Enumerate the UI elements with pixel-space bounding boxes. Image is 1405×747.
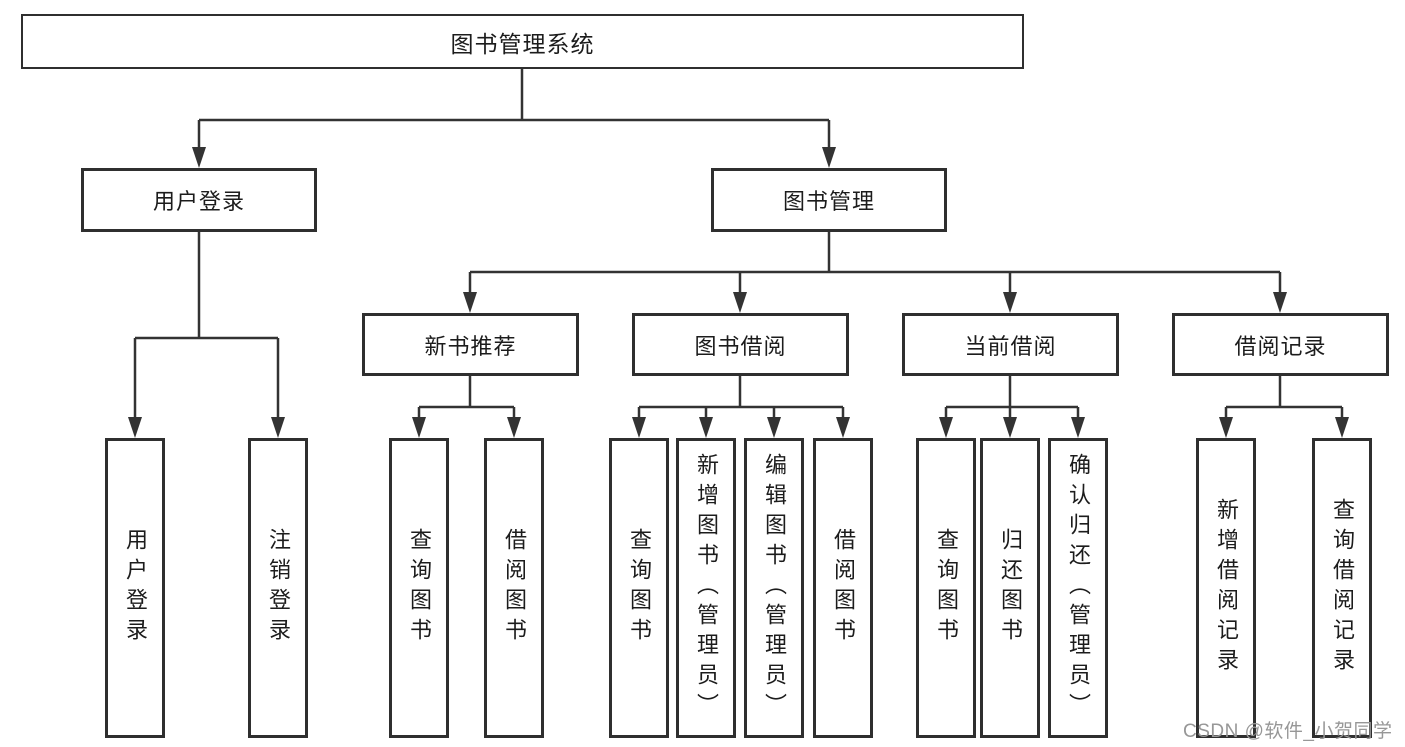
node-new-book-recommend: 新书推荐 — [362, 313, 579, 376]
leaf-return-books-label: 归还图书 — [998, 528, 1023, 648]
leaf-confirm-return-admin: 确认归还（管理员） — [1048, 438, 1108, 738]
leaf-borrow-books-recommend-label: 借阅图书 — [502, 528, 527, 648]
leaf-confirm-return-admin-label: 确认归还（管理员） — [1066, 453, 1091, 723]
leaf-edit-books-admin-label: 编辑图书（管理员） — [762, 453, 787, 723]
node-book-borrow: 图书借阅 — [632, 313, 849, 376]
leaf-logout-label: 注销登录 — [266, 528, 291, 648]
node-borrow-records-label: 借阅记录 — [1234, 333, 1327, 359]
node-user-login-label: 用户登录 — [152, 189, 245, 214]
leaf-borrow-books-label: 借阅图书 — [831, 528, 856, 648]
leaf-borrow-books: 借阅图书 — [813, 438, 873, 738]
leaf-logout: 注销登录 — [248, 438, 308, 738]
leaf-return-books: 归还图书 — [980, 438, 1040, 738]
leaf-query-books-recommend: 查询图书 — [389, 438, 449, 738]
csdn-watermark: CSDN @软件_小贺同学 — [1183, 721, 1393, 742]
leaf-add-books-admin-label: 新增图书（管理员） — [694, 453, 719, 723]
leaf-query-books-borrow-label: 查询图书 — [627, 528, 652, 648]
leaf-query-books-borrow: 查询图书 — [609, 438, 669, 738]
leaf-query-books-recommend-label: 查询图书 — [407, 528, 432, 648]
leaf-add-borrow-record: 新增借阅记录 — [1196, 438, 1256, 738]
arrowhead-group — [128, 147, 1349, 438]
node-root: 图书管理系统 — [21, 14, 1024, 69]
leaf-borrow-books-recommend: 借阅图书 — [484, 438, 544, 738]
node-book-management-label: 图书管理 — [782, 189, 875, 214]
node-current-borrow: 当前借阅 — [902, 313, 1119, 376]
leaf-query-borrow-record: 查询借阅记录 — [1312, 438, 1372, 738]
leaf-add-borrow-record-label: 新增借阅记录 — [1214, 498, 1239, 678]
node-current-borrow-label: 当前借阅 — [964, 333, 1057, 359]
node-root-label: 图书管理系统 — [450, 30, 595, 57]
leaf-user-login-label: 用户登录 — [123, 528, 148, 648]
node-new-book-recommend-label: 新书推荐 — [424, 333, 517, 359]
leaf-edit-books-admin: 编辑图书（管理员） — [744, 438, 804, 738]
leaf-query-books-current-label: 查询图书 — [934, 528, 959, 648]
node-book-borrow-label: 图书借阅 — [694, 333, 787, 359]
leaf-query-books-current: 查询图书 — [916, 438, 976, 738]
node-user-login: 用户登录 — [81, 168, 317, 232]
leaf-user-login: 用户登录 — [105, 438, 165, 738]
leaf-query-borrow-record-label: 查询借阅记录 — [1330, 498, 1355, 678]
node-book-management: 图书管理 — [711, 168, 947, 232]
leaf-add-books-admin: 新增图书（管理员） — [676, 438, 736, 738]
node-borrow-records: 借阅记录 — [1172, 313, 1389, 376]
